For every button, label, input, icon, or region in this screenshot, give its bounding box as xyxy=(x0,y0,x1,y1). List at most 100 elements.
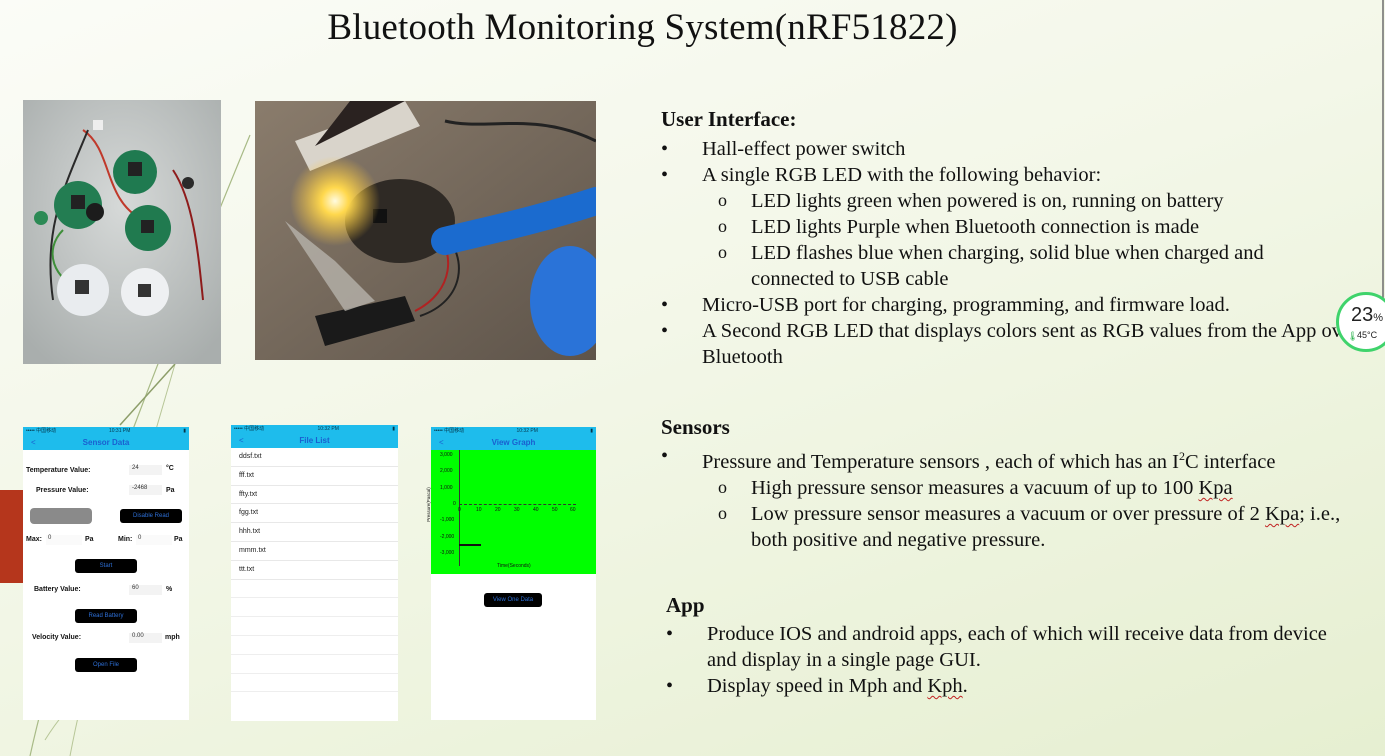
empty-row xyxy=(231,655,398,674)
bullet-item: Produce IOS and android apps, each of wh… xyxy=(666,621,1356,673)
x-tick: 30 xyxy=(514,507,520,513)
open-file-button[interactable]: Open File xyxy=(75,658,137,672)
file-item[interactable]: fgg.txt xyxy=(231,504,398,524)
spellcheck-word: Kpa xyxy=(1265,502,1300,525)
view-one-data-button[interactable]: View One Data xyxy=(484,593,542,607)
percent-sign: % xyxy=(1373,312,1384,324)
sub-bullet-item: LED flashes blue when charging, solid bl… xyxy=(702,239,1361,292)
min-label: Min: xyxy=(118,536,133,543)
x-axis xyxy=(459,504,576,505)
y-tick: 2,000 xyxy=(440,468,453,474)
nav-bar: < File List xyxy=(231,433,398,448)
battery-temperature-widget[interactable]: 23% 🌡 45°C xyxy=(1336,292,1385,352)
sub-bullet-text: ; i.e., both positive and negative press… xyxy=(751,502,1341,551)
pressure-value: -2468 xyxy=(129,485,162,495)
y-tick: 1,000 xyxy=(440,485,453,491)
circuit-boards-photo xyxy=(23,100,221,364)
y-tick: 3,000 xyxy=(440,452,453,458)
file-item[interactable]: ffty.txt xyxy=(231,486,398,505)
sensors-heading: Sensors xyxy=(661,415,730,439)
battery-percent: 23% xyxy=(1351,304,1383,327)
sensor-data-phone: ••••• 中国移动 10:31 PM ▮ < Sensor Data Temp… xyxy=(23,427,189,720)
pressure-graph: 3,000 2,000 1,000 0 -1,000 -2,000 -3,000… xyxy=(426,450,596,574)
temperature-value: 24 xyxy=(129,465,162,475)
bullet-text: Display speed in Mph and xyxy=(707,675,928,697)
bullet-item: Micro-USB port for charging, programming… xyxy=(661,292,1361,318)
bullet-text: A single RGB LED with the following beha… xyxy=(702,164,1102,186)
user-interface-heading: User Interface: xyxy=(661,107,797,131)
y-tick: -2,000 xyxy=(440,534,455,540)
battery-label: Battery Value: xyxy=(34,586,81,593)
screen-title: File List xyxy=(299,436,330,445)
file-item[interactable]: fff.txt xyxy=(231,467,398,486)
temperature-label: Temperature Value: xyxy=(26,467,91,474)
x-axis-label: Time(Seconds) xyxy=(497,563,531,569)
max-unit: Pa xyxy=(85,536,94,543)
pressure-label: Pressure Value: xyxy=(36,487,89,494)
bullet-item: Pressure and Temperature sensors , each … xyxy=(661,443,1373,553)
x-tick: 40 xyxy=(533,507,539,513)
x-tick: 20 xyxy=(495,507,501,513)
back-button[interactable]: < xyxy=(31,438,36,447)
spellcheck-word: Kpa xyxy=(1198,476,1233,499)
empty-row xyxy=(231,598,398,618)
battery-status-icon: ▮ xyxy=(183,428,186,434)
data-series-line xyxy=(459,544,481,546)
sub-bullet-text: Low pressure sensor measures a vacuum or… xyxy=(751,502,1266,525)
user-interface-section: User Interface: Hall-effect power switch… xyxy=(661,106,1361,370)
bullet-text: A Second RGB LED that displays colors se… xyxy=(702,320,1358,368)
battery-status-icon: ▮ xyxy=(392,426,395,432)
status-bar: ••••• 中国移动 10:31 PM ▮ xyxy=(23,427,189,435)
start-button[interactable]: Start xyxy=(75,559,137,573)
bullet-text: Pressure and Temperature sensors , each … xyxy=(702,450,1179,473)
thermometer-icon: 🌡 xyxy=(1347,331,1359,341)
back-button[interactable]: < xyxy=(439,438,444,447)
nav-bar: < View Graph xyxy=(431,435,596,450)
back-button[interactable]: < xyxy=(239,436,244,445)
file-item[interactable]: mmm.txt xyxy=(231,542,398,561)
empty-row xyxy=(231,617,398,636)
x-tick: 0 xyxy=(458,507,461,513)
bullet-item: A Second RGB LED that displays colors se… xyxy=(661,318,1361,370)
min-unit: Pa xyxy=(174,536,183,543)
carrier-label: ••••• 中国移动 xyxy=(434,428,465,434)
battery-unit: % xyxy=(166,586,173,593)
file-list-phone: ••••• 中国移动 10:32 PM ▮ < File List ddsf.t… xyxy=(231,425,398,721)
sensors-section: Sensors Pressure and Temperature sensors… xyxy=(661,414,1373,553)
file-item[interactable]: ddsf.txt xyxy=(231,448,398,467)
x-tick: 60 xyxy=(570,507,576,513)
file-item[interactable]: hhh.txt xyxy=(231,523,398,542)
velocity-label: Velocity Value: xyxy=(32,634,82,641)
status-time: 10:32 PM xyxy=(516,428,538,434)
disable-read-button[interactable]: Disable Read xyxy=(120,509,182,523)
sub-bullet-item: High pressure sensor measures a vacuum o… xyxy=(702,474,1373,501)
bullet-text: Produce IOS and android apps, each of wh… xyxy=(707,623,1327,671)
bullet-text: Micro-USB port for charging, programming… xyxy=(702,294,1230,316)
slide-title: Bluetooth Monitoring System(nRF51822) xyxy=(327,7,958,48)
app-heading: App xyxy=(666,593,705,617)
empty-row xyxy=(231,674,398,693)
y-tick: -1,000 xyxy=(440,517,455,523)
sub-bullet-text: LED flashes blue when charging, solid bl… xyxy=(751,242,1264,290)
max-input[interactable]: 0 xyxy=(46,535,82,545)
min-input[interactable]: 0 xyxy=(136,535,172,545)
screen-title: Sensor Data xyxy=(82,438,130,447)
file-item[interactable]: ttt.txt xyxy=(231,561,398,580)
bullet-item: Display speed in Mph and Kph. xyxy=(666,673,1356,699)
accent-bar xyxy=(0,490,23,583)
bullet-item: Hall-effect power switch xyxy=(661,136,1361,162)
battery-value: 60 xyxy=(129,585,162,595)
read-battery-button[interactable]: Read Battery xyxy=(75,609,137,623)
battery-percent-value: 23 xyxy=(1351,304,1374,326)
empty-row xyxy=(231,636,398,655)
y-tick: -3,000 xyxy=(440,550,455,556)
nav-bar: < Sensor Data xyxy=(23,435,189,450)
velocity-value: 0.00 xyxy=(129,633,162,643)
y-tick: 0 xyxy=(453,501,456,507)
bullet-text: . xyxy=(962,675,968,697)
temperature-readout: 45°C xyxy=(1357,330,1378,340)
bullet-item: A single RGB LED with the following beha… xyxy=(661,162,1361,292)
velocity-unit: mph xyxy=(165,634,180,641)
file-list: ddsf.txt fff.txt ffty.txt fgg.txt hhh.tx… xyxy=(231,448,398,693)
sub-bullet-text: High pressure sensor measures a vacuum o… xyxy=(751,476,1199,499)
